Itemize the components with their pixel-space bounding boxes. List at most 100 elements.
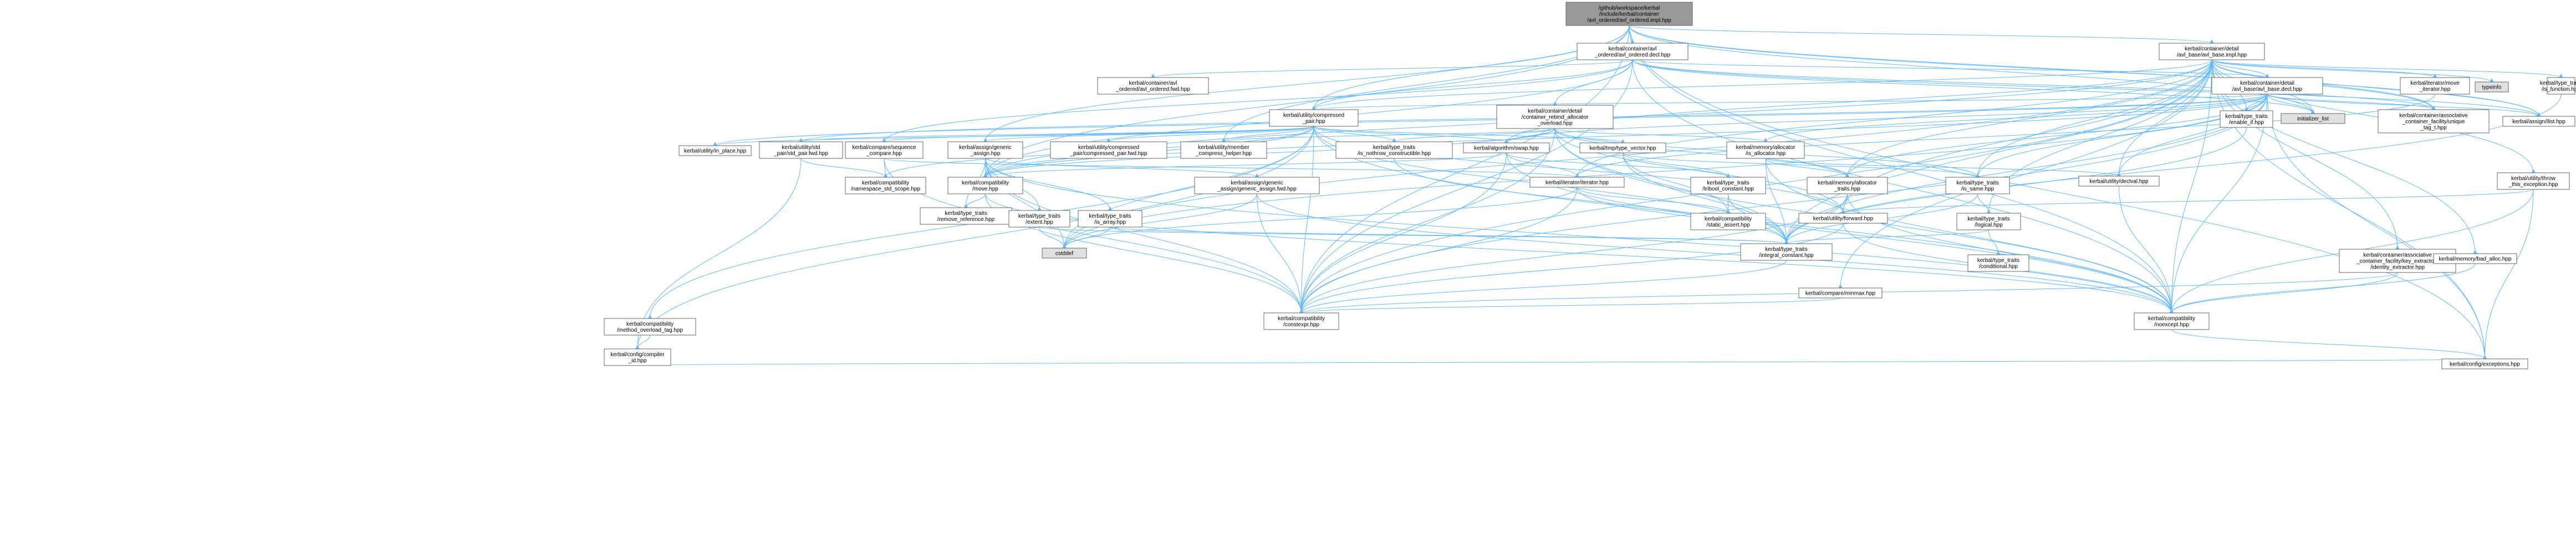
node-is_nothrow_constructible[interactable]: kerbal/type_traits/is_nothrow_constructi… [1335,141,1453,159]
node-label: kerbal/container/associative [2399,113,2468,119]
node-label: kerbal/type_traits [1956,180,1998,186]
node-label: /is_same.hpp [1961,186,1995,192]
node-noexcept[interactable]: kerbal/compatibility/noexcept.hpp [2134,312,2210,330]
node-member_compress_helper[interactable]: kerbal/utility/member_compress_helper.hp… [1180,141,1267,159]
node-integral_constant[interactable]: kerbal/type_traits/integral_constant.hpp [1740,243,1833,261]
node-box [1579,142,1666,153]
node-in_place[interactable]: kerbal/utility/in_place.hpp [679,145,752,156]
edge-iterator-to-static_assert [1577,187,1730,214]
node-is_function[interactable]: kerbal/type_traits/is_function.hpp [2540,77,2576,95]
node-initializer_list[interactable]: initializer_list [2281,113,2345,124]
node-label: kerbal/memory/allocator [1736,145,1795,151]
node-iterator[interactable]: kerbal/iterator/iterator.hpp [1529,177,1625,188]
node-std_pair_fwd[interactable]: kerbal/utility/std_pair/std_pair.fwd.hpp [759,141,843,159]
node-config_exceptions[interactable]: kerbal/config/exceptions.hpp [2441,358,2528,369]
node-label: kerbal/type_traits [2540,80,2576,86]
edge-rebind_allocator-to-integral_constant [1554,128,1788,244]
node-label: _pair/std_pair.fwd.hpp [773,151,828,157]
node-avl_ordered_fwd[interactable]: kerbal/container/avl_ordered/avl_ordered… [1097,77,1209,95]
node-box [2078,176,2160,187]
node-box [1798,287,1883,299]
node-compressed_pair_fwd[interactable]: kerbal/utility/compressed_pair/compresse… [1050,141,1167,159]
node-enable_if[interactable]: kerbal/type_traits/enable_if.hpp [2220,110,2273,128]
node-label: /enable_if.hpp [2229,120,2264,126]
node-label: kerbal/compatibility [2148,316,2195,322]
edge-avl_base_decl-to-in_place [713,94,2268,146]
edge-forward-to-constexpr [1299,223,1844,313]
node-compressed_pair[interactable]: kerbal/utility/compressed_pair.hpp [1269,109,1359,127]
node-avl_ordered_decl[interactable]: kerbal/container/avl_ordered/avl_ordered… [1577,43,1689,60]
node-label: kerbal/iterator/move [2410,80,2460,86]
node-tribool_constant[interactable]: kerbal/type_traits/tribool_constant.hpp [1690,177,1766,194]
node-label: kerbal/memory/allocator [1818,180,1877,186]
node-label: /is_allocator.hpp [1746,151,1786,157]
edge-iterator-to-constexpr [1299,187,1578,313]
edge-root-to-config_exceptions [1629,25,2487,359]
node-label: kerbal/config/exceptions.hpp [2450,362,2520,368]
node-throw_this_exception[interactable]: kerbal/utility/throw_this_exception.hpp [2497,172,2570,190]
node-swap[interactable]: kerbal/algorithm/swap.hpp [1463,142,1550,153]
node-bad_alloc[interactable]: kerbal/memory/bad_alloc.hpp [2433,253,2517,264]
edge-is_allocator-to-integral_constant [1765,158,1788,244]
edge-root-to-avl_base_impl [1629,25,2214,44]
node-label: /avl_ordered/avl_ordered.impl.hpp [1587,18,1671,24]
node-method_overload_tag[interactable]: kerbal/compatibility/method_overload_tag… [604,318,696,336]
node-extent[interactable]: kerbal/type_traits/extent.hpp [1008,210,1070,228]
node-avl_base_impl[interactable]: kerbal/container/detail/avl_base/avl_bas… [2159,43,2265,60]
node-label: _ordered/avl_ordered.fwd.hpp [1115,86,1190,92]
node-generic_assign_fwd[interactable]: kerbal/assign/generic_assign/generic_ass… [1194,177,1320,194]
node-root[interactable]: /github/workspace/kerbal/include/kerbal/… [1565,2,1693,26]
edge-throw_this_exception-to-config_exceptions [2483,189,2534,359]
node-config_compiler_id[interactable]: kerbal/config/compiler_id.hpp [604,348,671,366]
edge-integral_constant-to-constexpr [1299,260,1787,313]
node-avl_base_decl[interactable]: kerbal/container/detail/avl_base/avl_bas… [2211,77,2323,95]
node-label: kerbal/container/associative [2363,253,2432,259]
node-type_vector[interactable]: kerbal/tmp/type_vector.hpp [1579,142,1666,153]
node-sequence_compare[interactable]: kerbal/compare/sequence_compare.hpp [845,141,924,159]
node-conditional[interactable]: kerbal/type_traits/conditional.hpp [1967,254,2029,272]
edge-avl_ordered_decl-to-sequence_compare [882,59,1633,142]
node-generic_assign[interactable]: kerbal/assign/generic_assign.hpp [947,141,1023,159]
node-label: /is_function.hpp [2542,86,2576,92]
node-typeinfo[interactable]: typeinfo [2475,81,2509,92]
edge-compressed_pair-to-constexpr [1299,126,1314,313]
node-move_iterator[interactable]: kerbal/iterator/move_iterator.hpp [2400,77,2470,95]
node-namespace_std_scope[interactable]: kerbal/compatibility/namespace_std_scope… [845,177,926,194]
edge-avl_ordered_decl-to-avl_base_decl [1632,59,2269,78]
node-minmax[interactable]: kerbal/compare/minmax.hpp [1798,287,1883,299]
node-assign_list[interactable]: kerbal/assign/ilist.hpp [2502,116,2575,127]
node-box [1496,105,1614,129]
node-box [2475,81,2509,92]
node-label: _iterator.hpp [2419,86,2451,92]
node-box [1807,177,1888,194]
node-label: /remove_reference.hpp [937,217,995,223]
node-is_allocator[interactable]: kerbal/memory/allocator/is_allocator.hpp [1726,141,1805,159]
node-label: kerbal/assign/ilist.hpp [2512,119,2565,125]
edge-avl_base_impl-to-move_iterator [2211,59,2437,78]
edge-identity_extractor-to-noexcept [2170,272,2398,313]
node-label: kerbal/compatibility [862,180,909,186]
node-box [2211,77,2323,95]
node-is_same[interactable]: kerbal/type_traits/is_same.hpp [1945,177,2010,194]
edge-compressed_pair-to-sequence_compare [882,126,1314,142]
node-remove_reference[interactable]: kerbal/type_traits/remove_reference.hpp [920,207,1012,225]
node-logical[interactable]: kerbal/type_traits/logical.hpp [1956,213,2021,230]
node-rebind_allocator[interactable]: kerbal/container/detail/container_rebind… [1496,105,1614,129]
node-is_array[interactable]: kerbal/type_traits/is_array.hpp [1078,210,1142,228]
node-label: kerbal/utility/compressed [1283,112,1344,119]
node-box [1798,213,1888,224]
node-constexpr[interactable]: kerbal/compatibility/constexpr.hpp [1263,312,1339,330]
edge-generic_assign_fwd-to-cstddef [1062,193,1257,249]
node-unique_tag[interactable]: kerbal/container/associative_container_f… [2378,109,2490,133]
node-forward[interactable]: kerbal/utility/forward.hpp [1798,213,1888,224]
node-label: /method_overload_tag.hpp [617,327,683,333]
node-cstddef[interactable]: cstddef [1042,248,1087,259]
node-declval[interactable]: kerbal/utility/declval.hpp [2078,176,2160,187]
node-box [920,207,1012,225]
edge-avl_base_impl-to-is_function [2211,59,2563,78]
node-label: kerbal/type_traits [1765,246,1807,253]
node-static_assert[interactable]: kerbal/compatibility/static_assert.hpp [1690,213,1766,230]
node-compat_move[interactable]: kerbal/compatibility/move.hpp [947,177,1023,194]
node-allocator_traits[interactable]: kerbal/memory/allocator_traits.hpp [1807,177,1888,194]
